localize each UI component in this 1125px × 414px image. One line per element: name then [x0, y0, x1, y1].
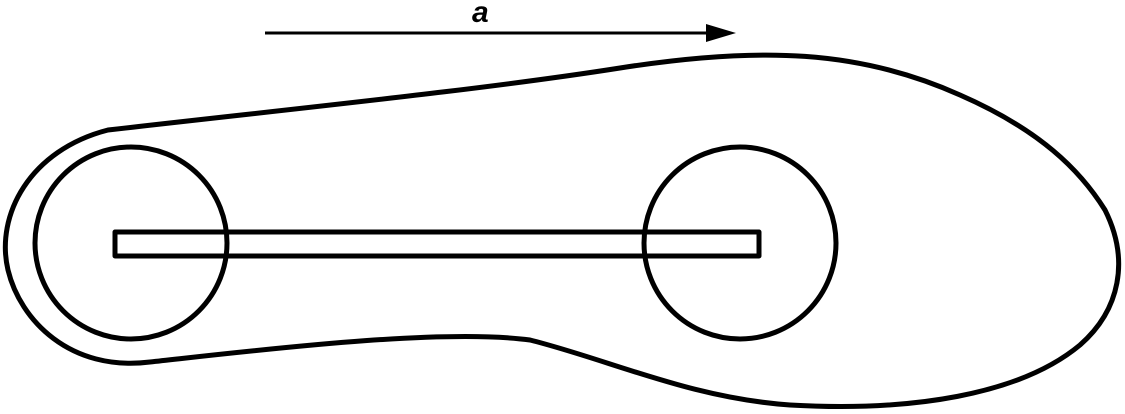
arrow-head	[706, 24, 736, 42]
connecting-rod	[112, 229, 762, 259]
belt-outline	[2, 52, 1122, 409]
right-pulley	[641, 144, 839, 342]
left-pulley	[32, 144, 230, 342]
acceleration-arrow: a	[265, 0, 736, 42]
arrow-label: a	[472, 0, 489, 29]
